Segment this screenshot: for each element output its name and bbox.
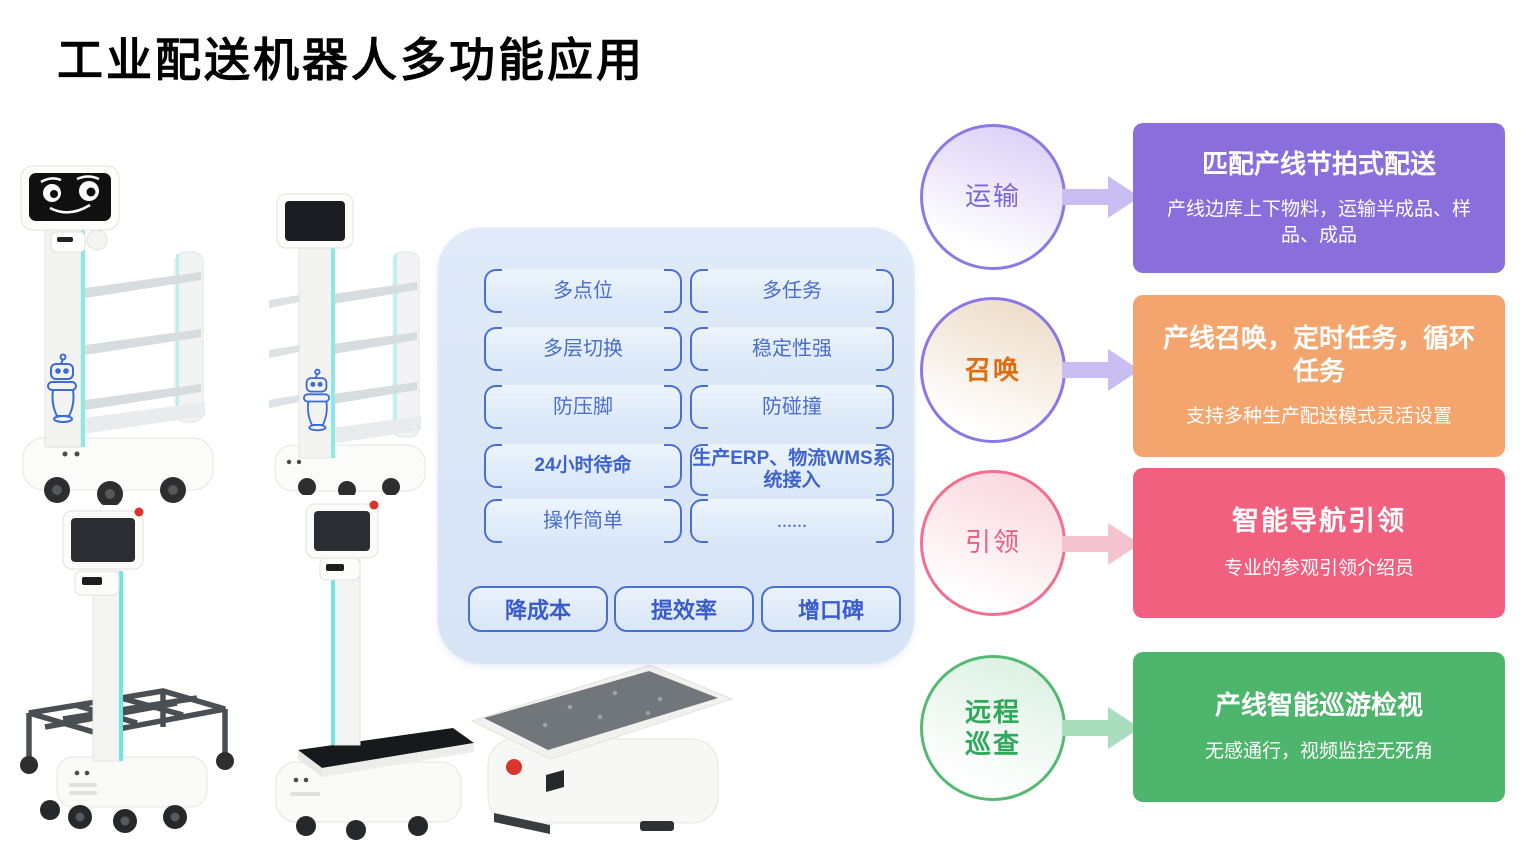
features-panel: 多点位 多任务 多层切换 稳定性强 防压脚 防碰撞 24小时待命 生产ERP、物… xyxy=(437,227,915,665)
feature-tag-24h: 24小时待命 xyxy=(484,444,682,488)
arrow-right-icon xyxy=(1062,523,1140,565)
arrow-right-icon xyxy=(1062,707,1140,749)
feature-tag-multi-point: 多点位 xyxy=(484,269,682,313)
arrow-right-icon xyxy=(1062,349,1140,391)
scene-circle-transport: 运输 xyxy=(920,124,1066,270)
scene-circle-guide-label: 引领 xyxy=(964,527,1021,557)
scene-card-transport: 匹配产线节拍式配送 产线边库上下物料，运输半成品、样品、成品 xyxy=(1133,123,1505,283)
scene-card-summon-title: 产线召唤，定时任务，循环任务 xyxy=(1162,323,1475,386)
feature-tag-multi-layer: 多层切换 xyxy=(484,327,682,371)
feature-tag-erp-wms: 生产ERP、物流WMS系统接入 xyxy=(690,444,894,496)
scene-circle-guide: 引领 xyxy=(920,470,1066,616)
feature-tag-anti-collision: 防碰撞 xyxy=(690,385,894,429)
scene-circle-remote-patrol-label: 远程巡查 xyxy=(964,696,1021,760)
shelf-robot-with-face-image xyxy=(20,165,214,505)
feature-tag-stability: 稳定性强 xyxy=(690,327,894,371)
platform-robot-image xyxy=(275,500,474,840)
arrow-right-icon xyxy=(1062,176,1140,218)
scene-card-summon-desc: 支持多种生产配送模式灵活设置 xyxy=(1185,406,1452,428)
scene-card-transport-title: 匹配产线节拍式配送 xyxy=(1201,148,1436,179)
flat-agv-robot-image xyxy=(470,664,734,834)
scene-card-remote-patrol-desc: 无感通行，视频监控无死角 xyxy=(1204,740,1433,762)
rack-carrier-robot-image xyxy=(20,507,234,833)
feature-tag-anti-foot: 防压脚 xyxy=(484,385,682,429)
feature-tag-more: ...... xyxy=(690,499,894,543)
feature-tag-multi-task: 多任务 xyxy=(690,269,894,313)
feature-tag-easy-operate: 操作简单 xyxy=(484,499,682,543)
scene-circle-summon: 召唤 xyxy=(920,297,1066,443)
scene-circle-transport-label: 运输 xyxy=(964,181,1021,211)
page-title: 工业配送机器人多功能应用 xyxy=(57,34,645,86)
scene-circle-summon-label: 召唤 xyxy=(964,354,1021,385)
scene-card-remote-patrol-title: 产线智能巡游检视 xyxy=(1214,690,1423,721)
shelf-robot-with-tablet-image xyxy=(269,193,426,495)
benefit-pill-cost: 降成本 xyxy=(468,586,608,632)
scene-card-transport-desc: 产线边库上下物料，运输半成品、样品、成品 xyxy=(1166,199,1471,246)
benefit-pill-efficiency: 提效率 xyxy=(614,586,754,632)
scene-card-summon: 产线召唤，定时任务，循环任务 支持多种生产配送模式灵活设置 xyxy=(1133,295,1505,457)
scene-circle-remote-patrol: 远程巡查 xyxy=(920,655,1066,801)
benefit-pill-reputation: 增口碑 xyxy=(761,586,901,632)
scene-card-guide-desc: 专业的参观引领介绍员 xyxy=(1223,557,1414,579)
scene-card-guide-title: 智能导航引领 xyxy=(1232,505,1406,536)
scene-card-guide: 智能导航引领 专业的参观引领介绍员 xyxy=(1133,468,1505,628)
scene-card-remote-patrol: 产线智能巡游检视 无感通行，视频监控无死角 xyxy=(1133,652,1505,812)
